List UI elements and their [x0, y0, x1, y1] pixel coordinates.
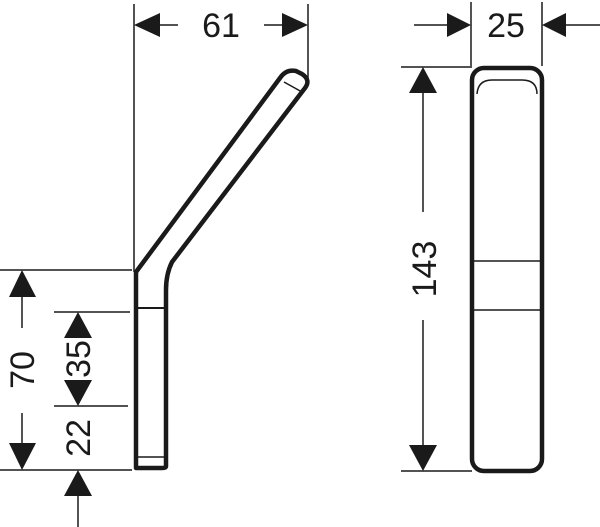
dim-label-25: 25 [487, 7, 525, 45]
dimension-70 [0, 269, 132, 471]
dimension-143 [401, 66, 472, 472]
dimension-22 [64, 470, 92, 527]
dimension-61 [133, 4, 309, 272]
dimension-35 [54, 311, 130, 407]
dim-label-61: 61 [202, 7, 240, 45]
dim-label-22: 22 [60, 419, 98, 457]
dim-label-35: 35 [60, 340, 98, 378]
dim-label-70: 70 [4, 351, 42, 389]
side-view-hook [133, 68, 310, 471]
dimension-25 [414, 2, 600, 66]
front-view-hook [469, 65, 545, 474]
dim-label-143: 143 [406, 241, 444, 298]
